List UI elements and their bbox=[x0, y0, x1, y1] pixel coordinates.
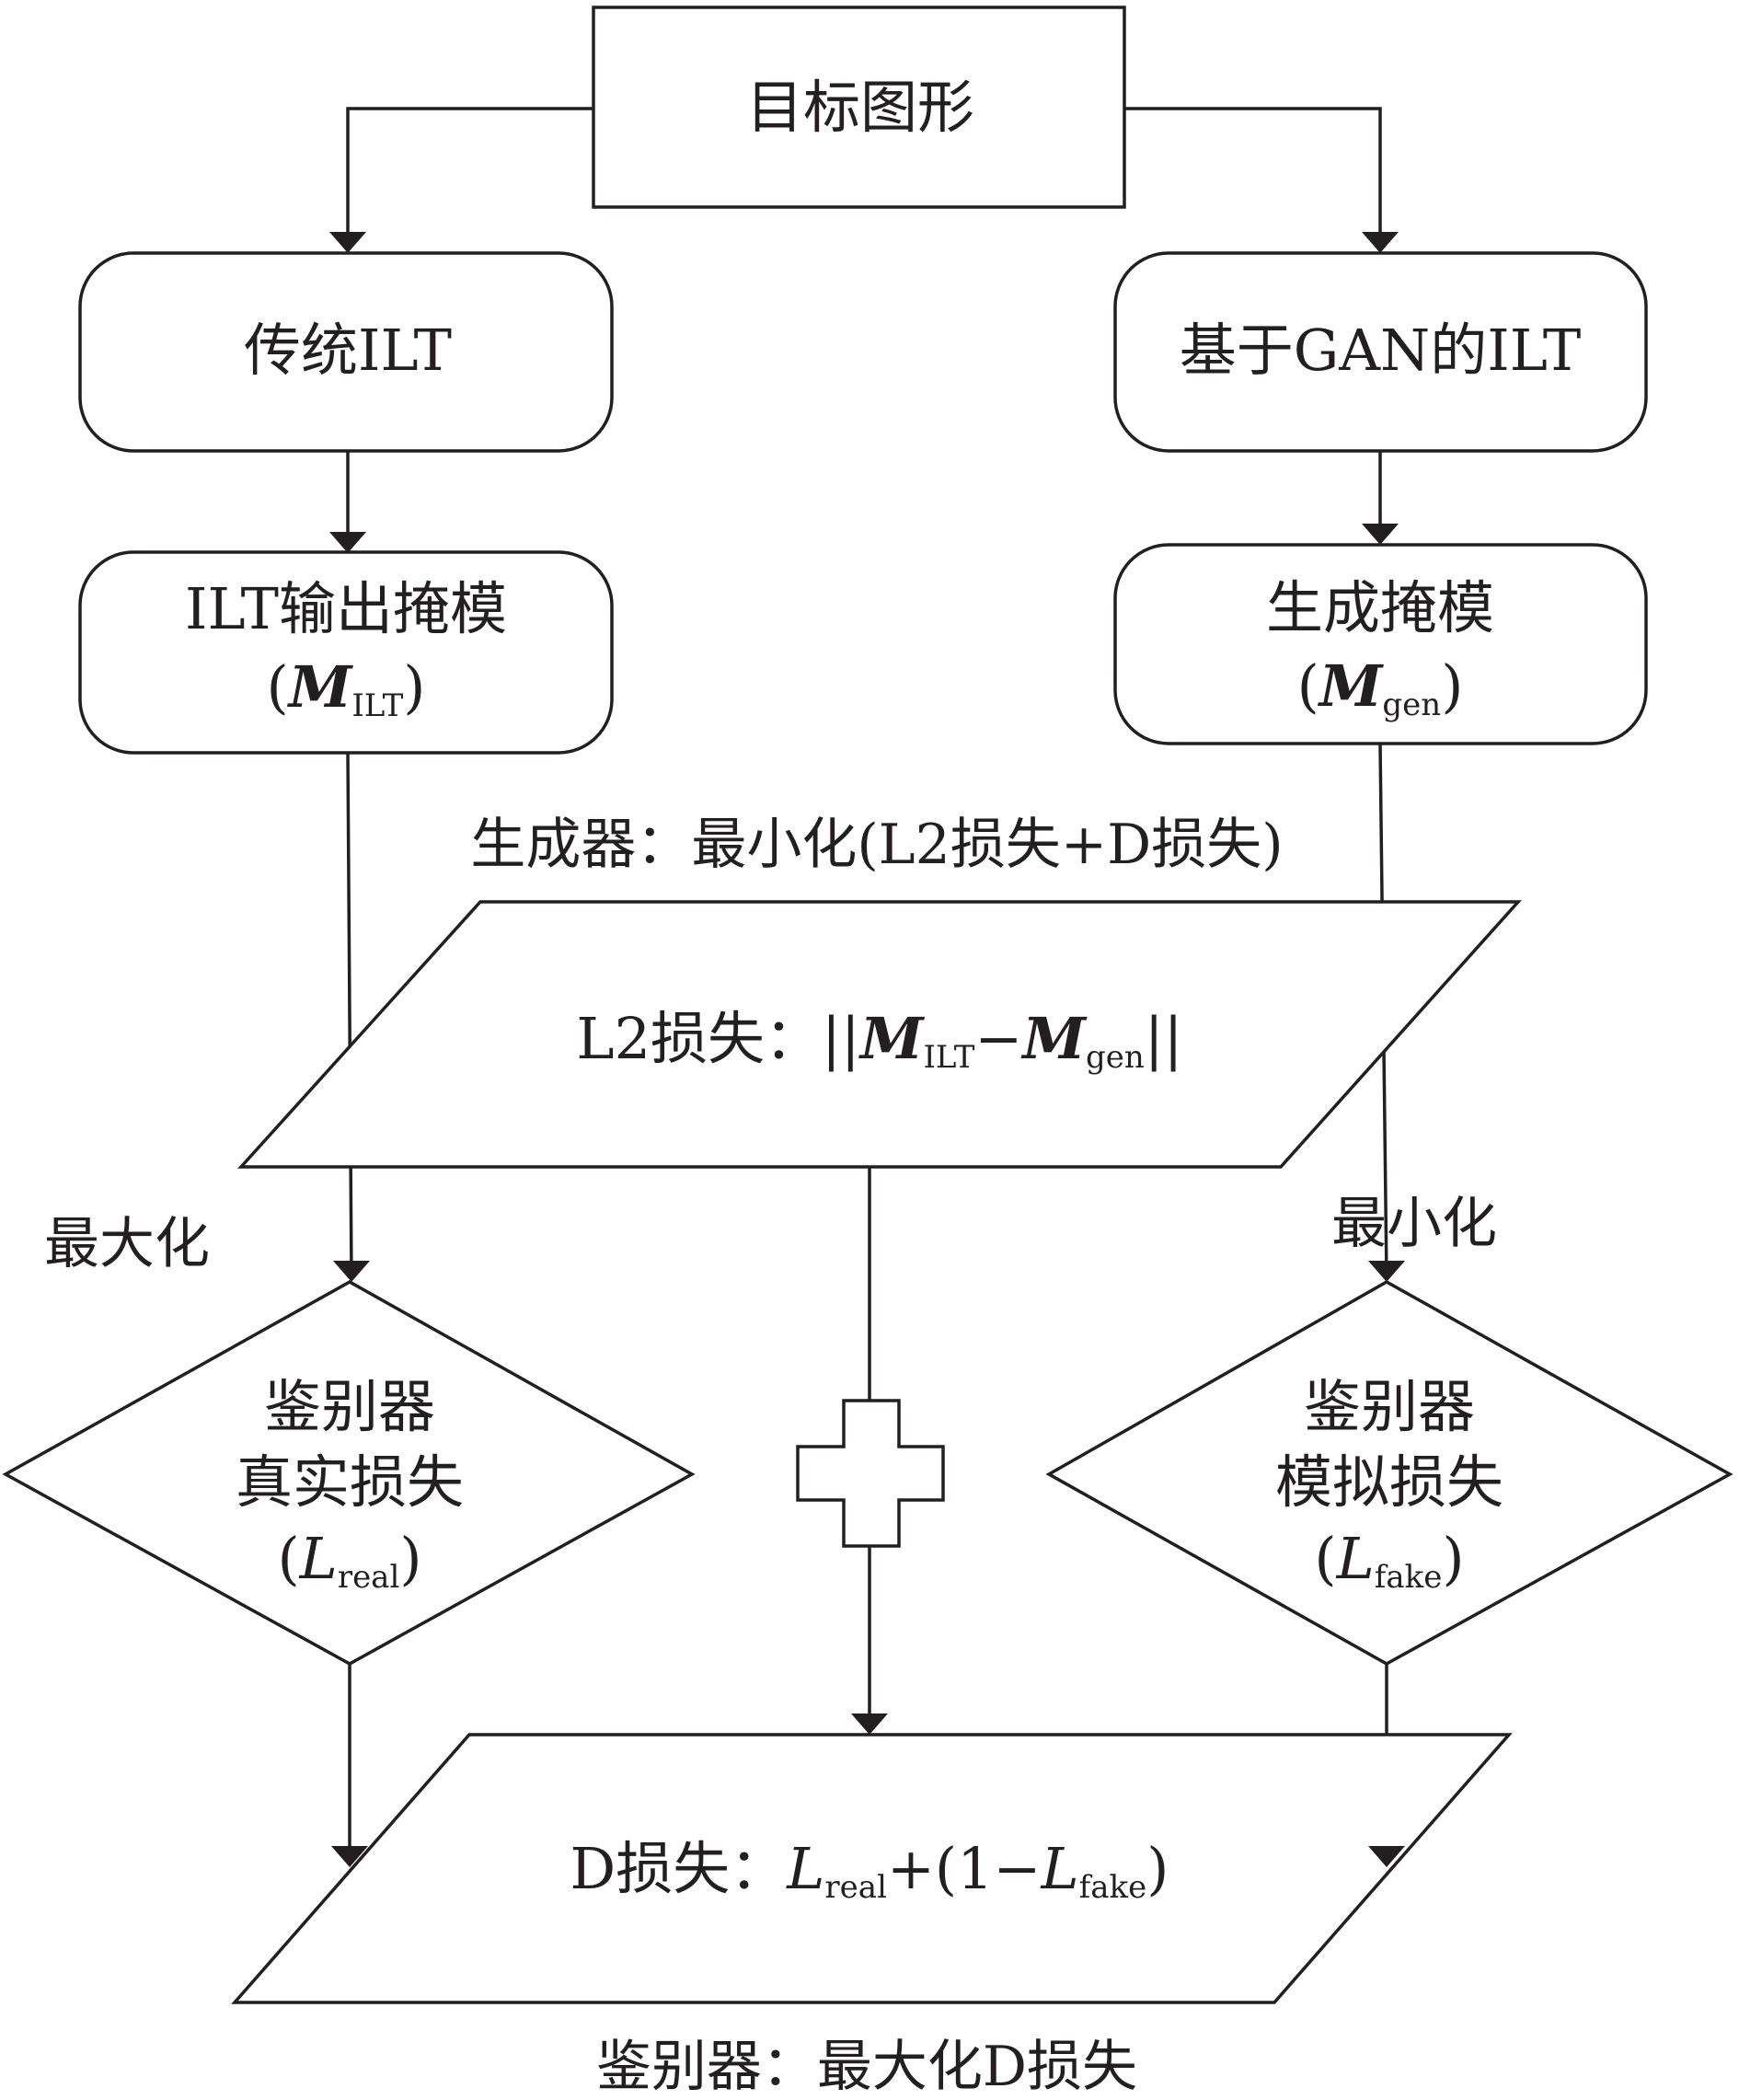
edge-target-to-traditional-ilt bbox=[346, 107, 593, 250]
edge-ilt-mask-to-disc-real bbox=[346, 752, 353, 1280]
node-disc-fake-line1: 鉴别器 bbox=[1304, 1373, 1475, 1440]
node-d-loss-label: D损失：Lreal+(1−Lfake) bbox=[570, 1835, 1169, 1906]
node-ilt-mask: ILT输出掩模 (MILT) bbox=[78, 550, 614, 755]
node-disc-real-symbol: (Lreal) bbox=[277, 1525, 421, 1596]
node-target: 目标图形 bbox=[592, 6, 1126, 209]
node-disc-real-line2: 真实损失 bbox=[236, 1448, 464, 1516]
node-gen-mask-symbol: (Mgen) bbox=[1297, 652, 1464, 723]
node-ilt-mask-symbol: (MILT) bbox=[267, 653, 426, 724]
node-gen-mask-label: 生成掩模 bbox=[1266, 574, 1494, 641]
arrowhead-disc-real bbox=[333, 1261, 370, 1282]
node-gan-ilt-label: 基于GAN的ILT bbox=[1180, 317, 1582, 384]
node-gan-ilt: 基于GAN的ILT bbox=[1113, 251, 1648, 453]
arrowhead-gen-mask bbox=[1362, 524, 1399, 545]
node-target-label: 目标图形 bbox=[746, 74, 974, 141]
node-l2-loss-label: L2损失：||MILT−Mgen|| bbox=[576, 1005, 1182, 1076]
arrowhead-d-loss-center bbox=[851, 1713, 888, 1735]
node-disc-real: 鉴别器 真实损失 (Lreal) bbox=[2, 1279, 696, 1666]
node-d-loss: D损失：Lreal+(1−Lfake) bbox=[231, 1733, 1513, 2004]
arrowhead-gan-ilt bbox=[1362, 232, 1399, 253]
node-ilt-mask-label: ILT输出掩模 bbox=[185, 575, 507, 642]
node-disc-fake-symbol: (Lfake) bbox=[1314, 1525, 1464, 1596]
node-traditional-ilt: 传统ILT bbox=[78, 251, 614, 453]
node-disc-real-line1: 鉴别器 bbox=[264, 1373, 435, 1440]
node-disc-fake: 鉴别器 模拟损失 (Lfake) bbox=[1045, 1279, 1733, 1667]
node-disc-fake-line2: 模拟损失 bbox=[1275, 1448, 1503, 1516]
arrowheads bbox=[329, 232, 1405, 1867]
arrowhead-disc-fake bbox=[1368, 1261, 1405, 1282]
arrowhead-d-loss-right bbox=[1368, 1846, 1405, 1867]
annotation-discriminator: 鉴别器：最大化D损失 bbox=[596, 2035, 1137, 2099]
arrowhead-d-loss-left bbox=[331, 1846, 368, 1867]
arrowhead-ilt-mask bbox=[329, 532, 366, 553]
annotation-minimize: 最小化 bbox=[1331, 1192, 1497, 1256]
arrowhead-traditional-ilt bbox=[329, 232, 366, 253]
annotation-maximize: 最大化 bbox=[44, 1212, 210, 1276]
plus-junction-icon bbox=[796, 1399, 945, 1548]
annotation-generator: 生成器：最小化(L2损失+D损失) bbox=[470, 813, 1283, 877]
edge-target-to-gan-ilt bbox=[1124, 107, 1382, 250]
node-traditional-ilt-label: 传统ILT bbox=[244, 317, 452, 384]
node-gen-mask: 生成掩模 (Mgen) bbox=[1113, 543, 1648, 745]
node-l2-loss: L2损失：||MILT−Mgen|| bbox=[237, 900, 1522, 1169]
